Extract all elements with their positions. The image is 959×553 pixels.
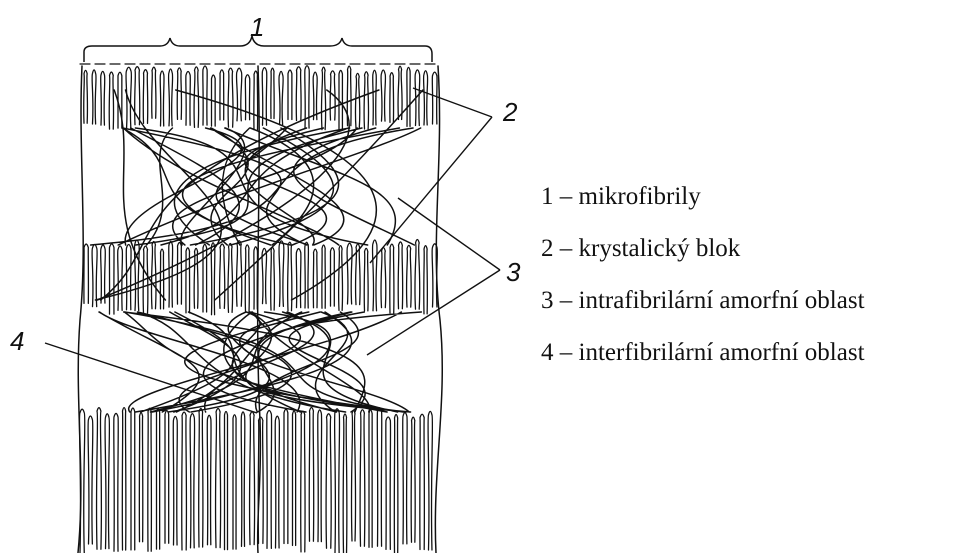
amorphous-ties-lower (99, 312, 421, 412)
leader-3a (398, 198, 500, 270)
callout-2: 2 (502, 97, 518, 127)
legend: 1 – mikrofibrily 2 – krystalický blok 3 … (541, 180, 865, 388)
fibril-left-boundary (78, 66, 83, 553)
legend-item-4: 4 – interfibrilární amorfní oblast (541, 336, 865, 388)
amorphous-ties-upper (91, 128, 421, 245)
fibril-drawing (78, 64, 442, 553)
leader-2b (370, 117, 492, 263)
legend-item-1: 1 – mikrofibrily (541, 180, 865, 232)
crystalline-block-middle (84, 240, 437, 315)
legend-item-2: 2 – krystalický blok (541, 232, 865, 284)
callout-4: 4 (10, 326, 24, 356)
callout-3: 3 (506, 257, 521, 287)
callout-1: 1 (250, 12, 264, 42)
legend-item-3: 3 – intrafibrilární amorfní oblast (541, 284, 865, 336)
crystalline-block-bottom (79, 408, 432, 553)
crystalline-block-top (84, 66, 437, 130)
